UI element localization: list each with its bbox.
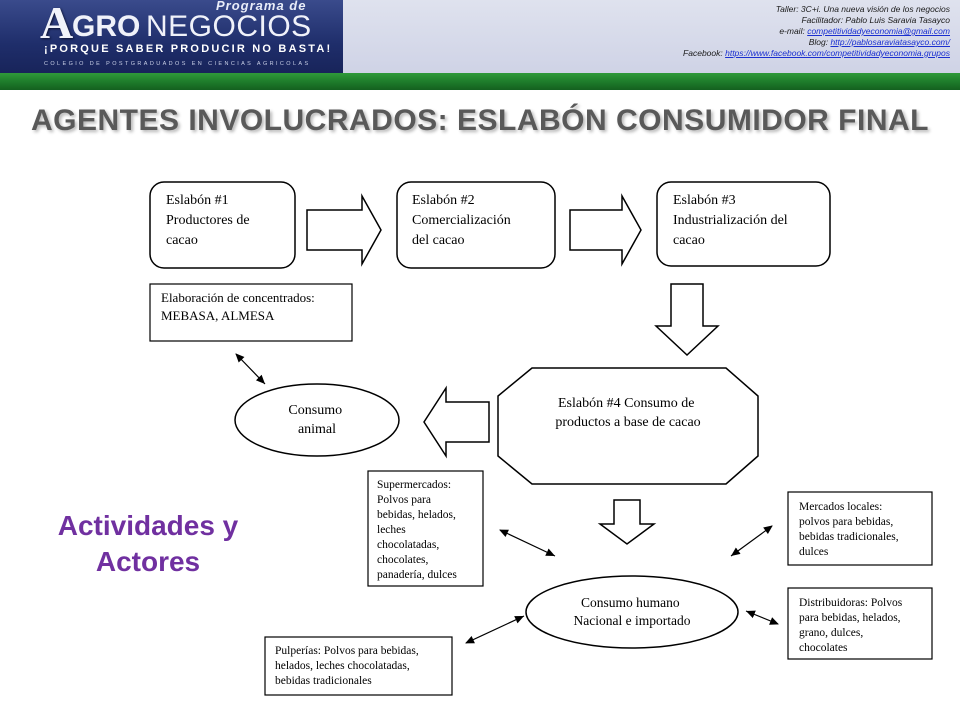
eslabon-3-line: Eslabón #3 xyxy=(673,193,736,208)
email-link[interactable]: competitividadyeconomia@gmail.com xyxy=(807,26,950,36)
elaboracion-text: Elaboración de concentrados: MEBASA, ALM… xyxy=(161,290,318,323)
supermercados-line: Supermercados: xyxy=(377,479,451,491)
side-label-line: Actividades y xyxy=(57,510,239,541)
elaboracion-line: MEBASA, ALMESA xyxy=(161,308,275,323)
logo-letter-a: A xyxy=(40,0,74,48)
distribuidoras-line: chocolates xyxy=(799,642,848,654)
arrow-right-2-to-3 xyxy=(569,193,642,267)
mercados-locales-line: dulces xyxy=(799,546,829,558)
consumo-humano-line: Consumo humano xyxy=(581,595,680,610)
mercados-locales-line: polvos para bebidas, xyxy=(799,516,893,528)
distribuidoras-box xyxy=(787,587,933,660)
double-arrow-mercados-humano xyxy=(730,525,773,557)
facebook-link[interactable]: https://www.facebook.com/competitividady… xyxy=(725,48,950,58)
supermercados-line: leches xyxy=(377,524,406,536)
info-facilitador: Facilitador: Pablo Luis Saravia Tasayco xyxy=(801,15,950,25)
eslabon-4-line: Eslabón #4 Consumo de xyxy=(558,396,695,411)
consumo-animal-text: Consumo animal xyxy=(288,403,345,437)
page-title: AGENTES INVOLUCRADOS: ESLABÓN CONSUMIDOR… xyxy=(30,104,929,137)
agronegocios-logo: Programa de A GRO NEGOCIOS ¡PORQUE SABER… xyxy=(0,0,343,73)
supermercados-line: chocolatadas, xyxy=(377,539,439,551)
arrow-down-3-to-4 xyxy=(654,283,720,357)
actividades-actores-label: Actividades y Actores xyxy=(30,508,266,580)
eslabon-1-line: Productores de xyxy=(166,213,250,228)
consumo-humano-line: Nacional e importado xyxy=(574,613,691,628)
info-taller: Taller: 3C+i. Una nueva visión de los ne… xyxy=(775,4,950,14)
eslabon-4-line: productos a base de cacao xyxy=(555,415,700,430)
eslabon-3-line: cacao xyxy=(673,233,705,248)
elaboracion-line: Elaboración de concentrados: xyxy=(161,290,315,305)
info-blog-line: Blog: http://pablosaraviatasayco.com/ xyxy=(683,37,950,48)
eslabon-1-line: cacao xyxy=(166,233,198,248)
pulperias-line: bebidas tradicionales xyxy=(275,675,372,687)
eslabon-1-text: Eslabón #1 Productores de cacao xyxy=(166,193,253,248)
supermercados-line: chocolates, xyxy=(377,554,429,566)
info-email-label: e-mail: xyxy=(779,26,808,36)
logo-programa-text: Programa de xyxy=(216,0,307,13)
consumo-animal-line: Consumo xyxy=(288,403,342,418)
workshop-info: Taller: 3C+i. Una nueva visión de los ne… xyxy=(683,4,950,59)
arrow-left-4-to-animal xyxy=(423,385,490,459)
supermercados-text: Supermercados: Polvos para bebidas, hela… xyxy=(377,479,459,581)
distribuidoras-line: grano, dulces, xyxy=(799,627,863,639)
pulperias-line: helados, leches chocolatadas, xyxy=(275,660,410,672)
eslabon-1-line: Eslabón #1 xyxy=(166,193,229,208)
logo-negocios: NEGOCIOS xyxy=(146,10,312,43)
info-blog-label: Blog: xyxy=(808,37,831,47)
consumo-humano-text: Consumo humano Nacional e importado xyxy=(574,595,691,628)
consumo-animal-ellipse xyxy=(234,383,400,457)
elaboracion-box xyxy=(149,283,353,342)
arrow-right-1-to-2 xyxy=(306,193,382,267)
mercados-locales-text: Mercados locales: polvos para bebidas, b… xyxy=(799,501,902,558)
logo-slogan: ¡PORQUE SABER PRODUCIR NO BASTA! xyxy=(44,43,333,55)
distribuidoras-line: Distribuidoras: Polvos xyxy=(799,597,903,609)
mercados-locales-line: bebidas tradicionales, xyxy=(799,531,899,543)
eslabon-4-text: Eslabón #4 Consumo de productos a base d… xyxy=(555,396,700,430)
pulperias-box xyxy=(264,636,453,696)
side-label-line: Actores xyxy=(95,546,201,577)
consumo-animal-line: animal xyxy=(298,422,336,437)
pulperias-text: Pulperías: Polvos para bebidas, helados,… xyxy=(275,645,422,687)
logo-colegio: COLEGIO DE POSTGRADUADOS EN CIENCIAS AGR… xyxy=(44,61,311,67)
supermercados-line: bebidas, helados, xyxy=(377,509,456,521)
info-facebook-line: Facebook: https://www.facebook.com/compe… xyxy=(683,48,950,59)
supermercados-box xyxy=(367,470,484,587)
distribuidoras-text: Distribuidoras: Polvos para bebidas, hel… xyxy=(799,597,905,654)
eslabon-4-octagon xyxy=(497,367,759,485)
consumo-humano-ellipse xyxy=(525,575,739,649)
double-arrow-pulperias-humano xyxy=(465,615,525,644)
eslabon-3-text: Eslabón #3 Industrialización del cacao xyxy=(673,193,791,248)
logo-gro: GRO xyxy=(72,10,141,43)
arrow-down-4-to-humano xyxy=(597,499,657,545)
eslabon-2-line: del cacao xyxy=(412,233,464,248)
mercados-locales-box xyxy=(787,491,933,566)
info-email-line: e-mail: competitividadyeconomia@gmail.co… xyxy=(683,26,950,37)
pulperias-line: Pulperías: Polvos para bebidas, xyxy=(275,645,419,657)
eslabon-3-box xyxy=(656,181,831,267)
eslabon-2-line: Comercialización xyxy=(412,213,511,228)
double-arrow-elaboracion-animal xyxy=(235,353,266,385)
header-green-stripe xyxy=(0,73,960,90)
supermercados-line: panadería, dulces xyxy=(377,569,457,581)
eslabon-2-text: Eslabón #2 Comercialización del cacao xyxy=(412,193,514,248)
supermercados-line: Polvos para xyxy=(377,494,431,506)
double-arrow-distribuidoras-humano xyxy=(745,610,779,625)
mercados-locales-line: Mercados locales: xyxy=(799,501,882,513)
info-facebook-label: Facebook: xyxy=(683,48,726,58)
blog-link[interactable]: http://pablosaraviatasayco.com/ xyxy=(830,37,950,47)
double-arrow-supermercados-humano xyxy=(499,529,556,557)
eslabon-1-box xyxy=(149,181,296,269)
distribuidoras-line: para bebidas, helados, xyxy=(799,612,901,624)
eslabon-2-box xyxy=(396,181,556,269)
eslabon-3-line: Industrialización del xyxy=(673,213,788,228)
eslabon-2-line: Eslabón #2 xyxy=(412,193,475,208)
